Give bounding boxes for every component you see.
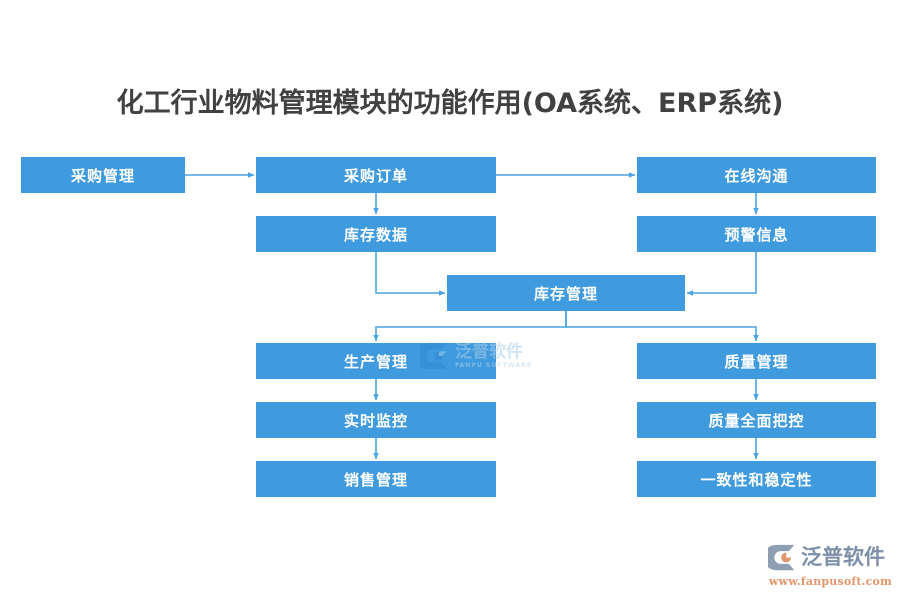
page-title: 化工行业物料管理模块的功能作用(OA系统、ERP系统) <box>116 88 784 119</box>
node-production-management[interactable]: 生产管理 <box>256 343 496 379</box>
node-sales-management[interactable]: 销售管理 <box>256 461 496 497</box>
brand-logo: 泛普软件 www.fanpusoft.com <box>768 543 894 589</box>
node-purchase-order[interactable]: 采购订单 <box>256 157 496 193</box>
node-purchase-management[interactable]: 采购管理 <box>21 157 185 193</box>
edge-inventory-management-to-quality-management <box>565 311 759 342</box>
brand-name-cn: 泛普软件 <box>801 545 885 569</box>
brand-logo-row: 泛普软件 <box>768 543 885 572</box>
brand-url: www.fanpusoft.com <box>769 575 892 588</box>
node-online-communication[interactable]: 在线沟通 <box>637 157 876 193</box>
node-quality-management[interactable]: 质量管理 <box>637 343 876 379</box>
fanpu-brand-icon <box>768 544 795 571</box>
node-inventory-data[interactable]: 库存数据 <box>256 216 496 252</box>
edge-alert-information-to-inventory-management <box>686 252 757 296</box>
node-inventory-management[interactable]: 库存管理 <box>447 275 685 311</box>
node-quality-full-control[interactable]: 质量全面把控 <box>637 402 876 438</box>
edge-inventory-data-to-inventory-management <box>375 252 446 296</box>
edge-inventory-management-to-production-management <box>373 311 567 342</box>
node-consistency-stability[interactable]: 一致性和稳定性 <box>637 461 876 497</box>
node-realtime-monitoring[interactable]: 实时监控 <box>256 402 496 438</box>
node-alert-information[interactable]: 预警信息 <box>637 216 876 252</box>
